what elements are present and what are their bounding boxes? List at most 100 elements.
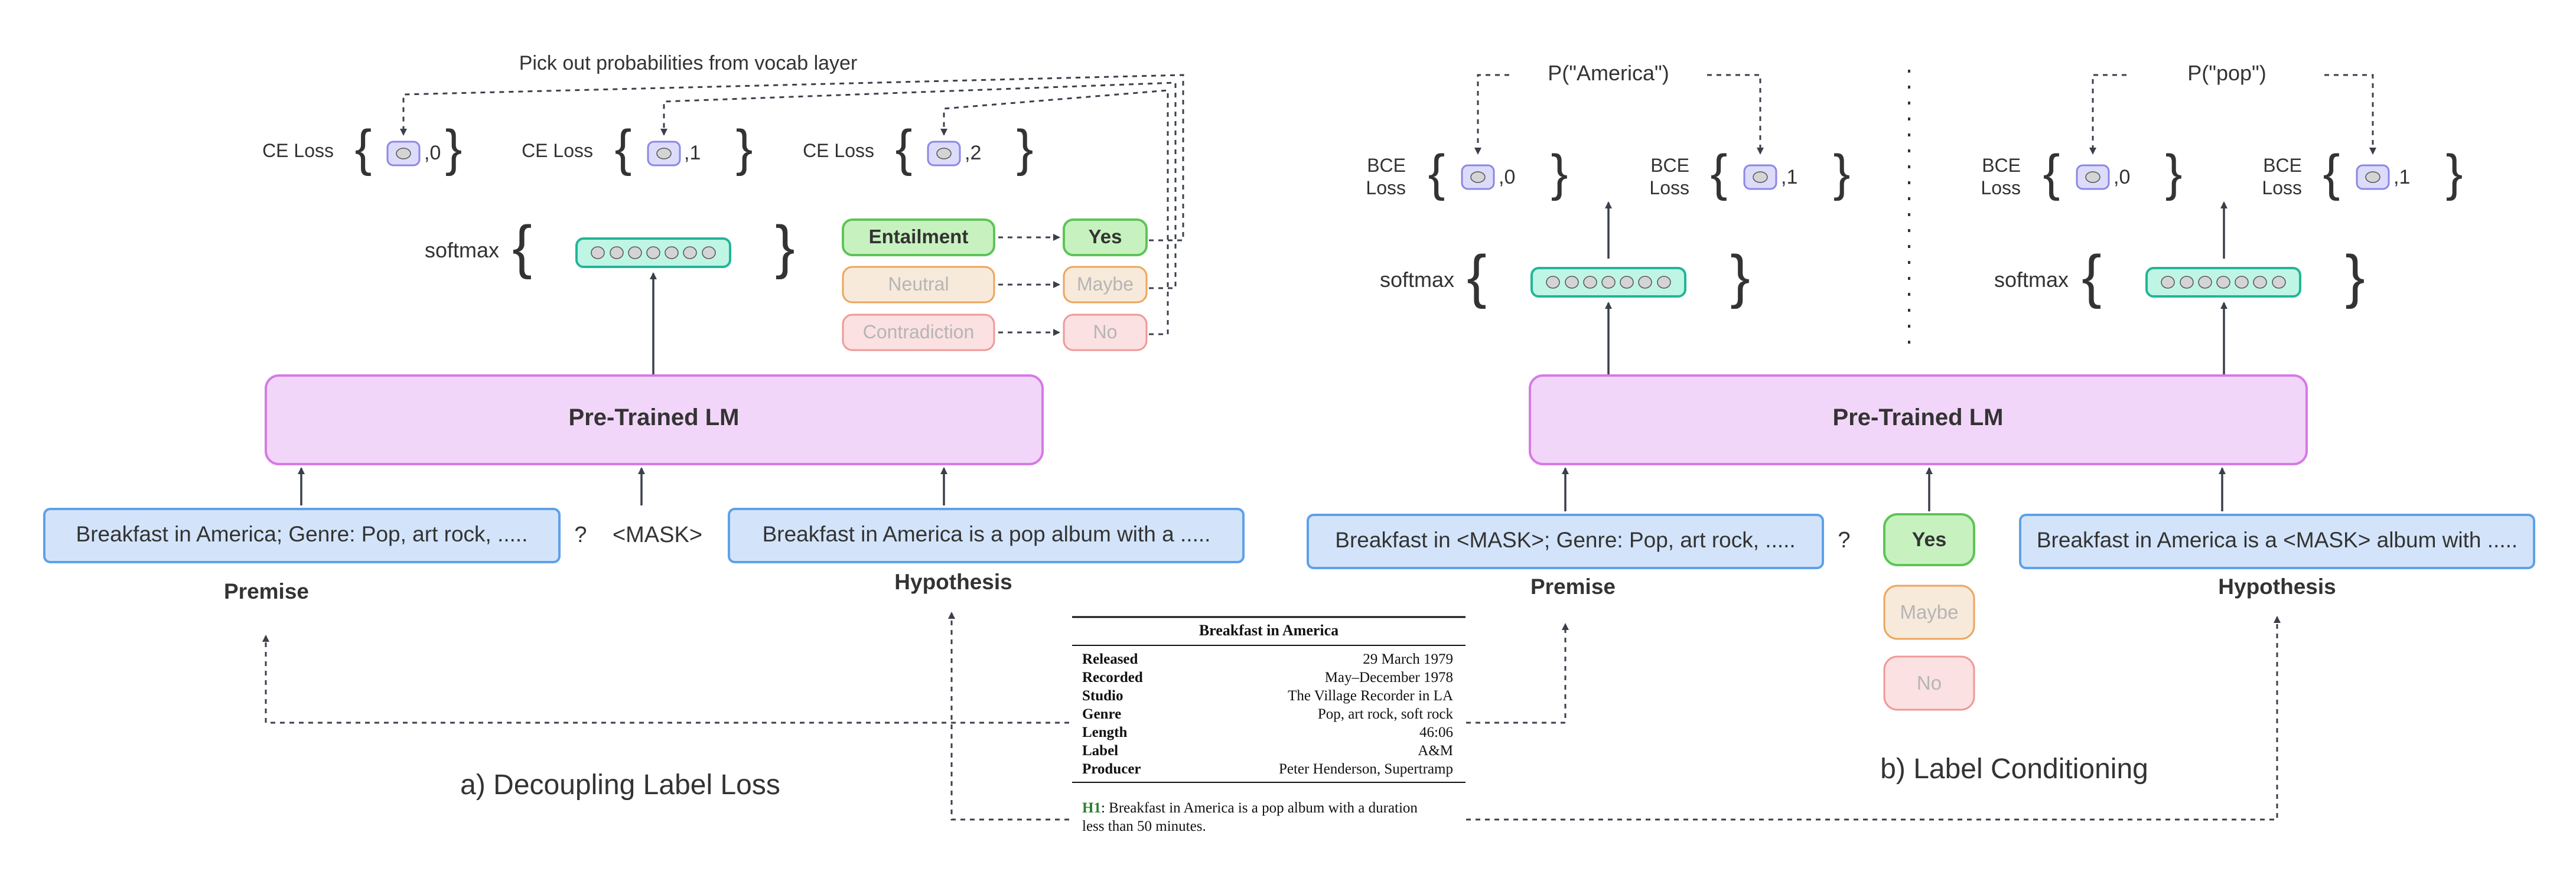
table-key: Genre	[1082, 706, 1121, 722]
table-key: Length	[1082, 724, 1128, 740]
maybe-label-left: Maybe	[1077, 273, 1134, 295]
ce-loss-label-0: CE Loss	[262, 140, 334, 161]
premise-caption-right: Premise	[1530, 575, 1616, 599]
brace-open: {	[895, 120, 913, 177]
bce-node-1	[1743, 164, 1777, 190]
table-key: Released	[1082, 651, 1138, 667]
brace-close: }	[775, 214, 794, 280]
loss-node-2	[927, 141, 961, 167]
h1-line: H1: Breakfast in America is a pop album …	[1082, 800, 1418, 816]
left-panel: Pick out probabilities from vocab layer …	[43, 52, 1245, 801]
table-value: May–December 1978	[1325, 670, 1453, 686]
brace-close: }	[1834, 145, 1851, 201]
lm-softmax-arrows	[1605, 302, 2227, 376]
table-value: Peter Henderson, Supertramp	[1279, 761, 1453, 777]
prob-connectors	[1474, 74, 2376, 155]
loss-node-1	[647, 141, 681, 167]
bce-line2: Loss	[1366, 177, 1406, 198]
bce-node-0	[1461, 164, 1495, 190]
caption-prefix-left: a)	[460, 769, 486, 801]
softmax-label-left: softmax	[425, 238, 499, 262]
brace-open: {	[2323, 145, 2340, 201]
table-key: Studio	[1082, 688, 1123, 704]
table-connectors	[262, 612, 2281, 821]
p-america-label: P("America")	[1548, 61, 1669, 85]
entailment-label: Entailment	[869, 226, 969, 247]
no-box-left	[1063, 314, 1148, 351]
brace-close: }	[736, 120, 753, 177]
contradiction-box	[842, 314, 995, 351]
bce-line2: Loss	[1981, 177, 2021, 198]
brace-close: }	[2165, 145, 2183, 201]
infobox-table: Breakfast in America Released 29 March 1…	[1072, 616, 1466, 834]
bce-index-2: ,0	[2113, 166, 2130, 188]
premise-text-left: Breakfast in America; Genre: Pop, art ro…	[76, 522, 528, 546]
brace-open: {	[2043, 145, 2060, 201]
hypothesis-caption-left: Hypothesis	[894, 570, 1012, 594]
mask-token: <MASK>	[613, 523, 702, 547]
entailment-box	[842, 218, 995, 256]
table-key: Recorded	[1082, 670, 1143, 686]
no-label-left: No	[1093, 321, 1118, 342]
yes-box-right	[1883, 513, 1975, 566]
brace-close: }	[2446, 145, 2463, 201]
lm-box-right	[1529, 374, 2308, 465]
top-note: Pick out probabilities from vocab layer	[519, 52, 858, 74]
premise-box-left	[43, 508, 561, 563]
brace-open: {	[2082, 243, 2101, 309]
bce-line2: Loss	[2262, 177, 2302, 198]
brace-close: }	[1017, 120, 1034, 177]
bce-line1: BCE	[1650, 155, 1689, 176]
neutral-label: Neutral	[888, 273, 949, 295]
loss-node-0	[386, 141, 421, 167]
caption-left: a) Decoupling Label Loss	[460, 769, 780, 801]
table-value: The Village Recorder in LA	[1288, 688, 1453, 704]
bce-node-3	[2356, 164, 2390, 190]
ce-loss-label-1: CE Loss	[522, 140, 593, 161]
table-value: A&M	[1418, 743, 1453, 759]
ce-index-0: ,0	[424, 142, 441, 164]
brace-open: {	[355, 120, 372, 177]
premise-text-right: Breakfast in <MASK>; Genre: Pop, art roc…	[1335, 528, 1795, 552]
hypothesis-box-left	[728, 508, 1245, 563]
caption-text-left: Decoupling Label Loss	[493, 769, 780, 801]
brace-close: }	[445, 120, 463, 177]
yes-label-left: Yes	[1089, 226, 1122, 247]
maybe-box-right	[1883, 585, 1975, 640]
ce-index-2: ,2	[965, 142, 981, 164]
bce-line2: Loss	[1649, 177, 1689, 198]
brace-close: }	[1730, 243, 1750, 309]
lm-label-left: Pre-Trained LM	[569, 404, 740, 430]
caption-prefix-right: b)	[1880, 753, 1906, 785]
table-title: Breakfast in America	[1199, 622, 1339, 639]
p-pop-label: P("pop")	[2187, 61, 2266, 85]
no-box-right	[1883, 655, 1975, 711]
vocab-connectors	[400, 74, 1184, 335]
ce-loss-label-2: CE Loss	[803, 140, 874, 161]
neutral-box	[842, 266, 995, 303]
bce-line1: BCE	[1367, 155, 1406, 176]
bce-line1: BCE	[1982, 155, 2021, 176]
premise-caption-left: Premise	[224, 579, 309, 603]
hypothesis-caption-right: Hypothesis	[2218, 575, 2336, 599]
question-mark-left: ?	[574, 523, 587, 547]
h1-tag: H1	[1082, 800, 1101, 816]
brace-open: {	[1428, 145, 1445, 201]
lm-label-right: Pre-Trained LM	[1833, 404, 2004, 430]
brace-close: }	[2345, 243, 2365, 309]
yes-label-right: Yes	[1912, 528, 1947, 551]
label-to-word-arrows	[998, 234, 1060, 336]
h1-text: : Breakfast in America is a pop album wi…	[1101, 800, 1418, 816]
lm-box-left	[265, 374, 1044, 465]
table-value: Pop, art rock, soft rock	[1318, 706, 1454, 722]
brace-close: }	[1551, 145, 1568, 201]
caption-text-right: Label Conditioning	[1913, 753, 2148, 785]
brace-open: {	[1711, 145, 1728, 201]
yes-box-left	[1063, 218, 1148, 256]
maybe-label-right: Maybe	[1900, 601, 1958, 623]
ce-index-1: ,1	[684, 142, 701, 164]
